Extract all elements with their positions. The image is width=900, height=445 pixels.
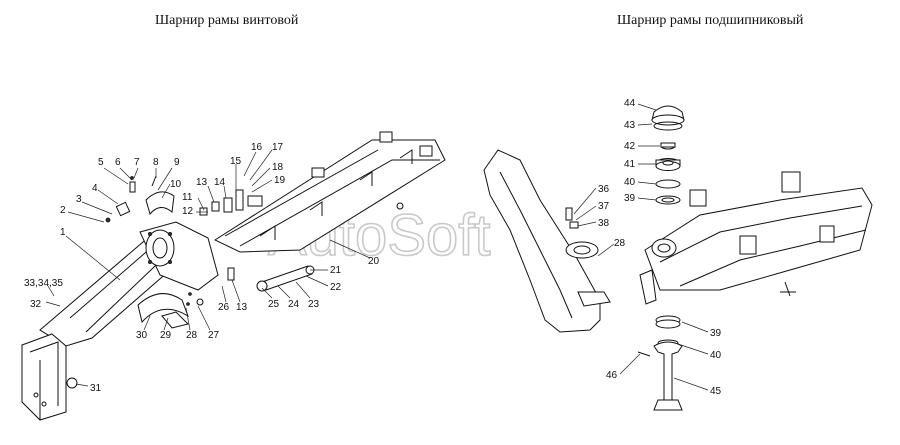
callout-37: 37	[598, 201, 610, 212]
callout-32: 32	[30, 299, 42, 310]
callout-14: 14	[214, 177, 226, 188]
left-callout-labels: 1 2 3 4 5 6 7 8 9 10 11 12 13 14 15 16 1…	[24, 142, 380, 394]
callout-15: 15	[230, 156, 242, 167]
callout-6: 6	[115, 157, 121, 168]
callout-42: 42	[624, 141, 636, 152]
callout-41: 41	[624, 159, 636, 170]
callout-40: 40	[624, 177, 636, 188]
callout-17: 17	[272, 142, 284, 153]
callout-39-lower: 39	[710, 328, 722, 339]
callout-33-34-35: 33,34,35	[24, 278, 63, 289]
callout-26: 26	[218, 302, 230, 313]
callout-18: 18	[272, 162, 284, 173]
callout-16: 16	[251, 142, 263, 153]
callout-46: 46	[606, 370, 618, 381]
callout-22: 22	[330, 282, 342, 293]
callout-19: 19	[274, 175, 286, 186]
steering-cylinder	[256, 265, 315, 292]
callout-9: 9	[174, 157, 180, 168]
callout-2: 2	[60, 205, 66, 216]
callout-38: 38	[598, 218, 610, 229]
callout-1: 1	[60, 227, 66, 238]
callout-28-right: 28	[614, 238, 626, 249]
left-leaders	[45, 149, 371, 387]
rear-frame-bearing	[639, 171, 873, 305]
callout-20: 20	[368, 256, 380, 267]
callout-45: 45	[710, 386, 722, 397]
callout-25: 25	[268, 299, 280, 310]
callout-40-lower: 40	[710, 350, 722, 361]
callout-29: 29	[160, 330, 172, 341]
arm-knuckle	[139, 221, 219, 291]
callout-44: 44	[624, 98, 636, 109]
title-bearing-joint: Шарнир рамы подшипниковый	[617, 13, 804, 28]
callout-30: 30	[136, 330, 148, 341]
title-screw-joint: Шарнир рамы винтовой	[155, 13, 299, 28]
callout-3: 3	[76, 194, 82, 205]
callout-12: 12	[182, 206, 194, 217]
callout-7: 7	[134, 157, 140, 168]
callout-11: 11	[182, 192, 193, 203]
callout-4: 4	[92, 183, 98, 194]
callout-23: 23	[308, 299, 320, 310]
upper-clamp	[105, 175, 244, 281]
lower-clamp	[137, 292, 204, 329]
callout-36: 36	[598, 184, 610, 195]
front-bracket	[483, 149, 611, 333]
callout-28: 28	[186, 330, 198, 341]
rear-frame	[213, 131, 446, 253]
callout-31: 31	[90, 383, 102, 394]
callout-21: 21	[330, 265, 342, 276]
callout-8: 8	[153, 157, 159, 168]
callout-5: 5	[98, 157, 104, 168]
right-leaders	[573, 103, 709, 391]
callout-10: 10	[170, 179, 182, 190]
callout-13: 13	[196, 177, 208, 188]
callout-43: 43	[624, 120, 636, 131]
callout-39: 39	[624, 193, 636, 204]
lower-kingpin-stack	[637, 315, 683, 411]
callout-13-lower: 13	[236, 302, 248, 313]
callout-27: 27	[208, 330, 220, 341]
upper-bearing-stack	[651, 105, 685, 205]
callout-24: 24	[288, 299, 300, 310]
right-callout-labels: 44 43 42 41 40 39 36 37 38 28 39 40 46 4…	[598, 98, 722, 397]
